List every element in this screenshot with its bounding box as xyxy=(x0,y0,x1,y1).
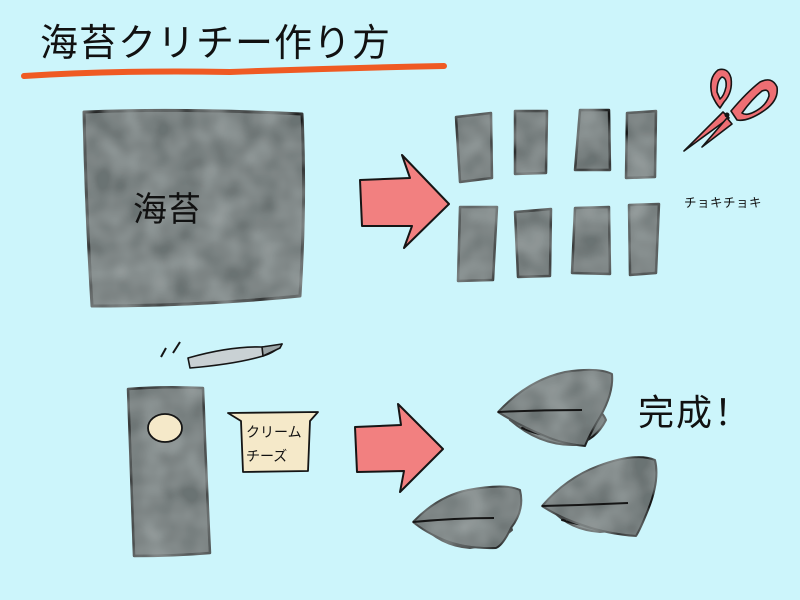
nori-sheet xyxy=(82,108,306,308)
nori-strip-with-cheese xyxy=(126,385,212,558)
cream-cheese-label-line2: チーズ xyxy=(246,449,288,465)
nori-strip xyxy=(454,111,494,184)
cream-cheese-tub xyxy=(227,411,319,473)
nori-strip xyxy=(570,205,612,276)
cream-cheese-label-line1: クリーム xyxy=(246,425,302,441)
scissors-icon xyxy=(683,68,779,152)
page-title: 海苔クリチー作り方 xyxy=(40,21,392,65)
complete-label: 完成！ xyxy=(638,393,753,434)
finished-nori-roll xyxy=(497,368,614,447)
nori-strip xyxy=(573,108,612,172)
nori-label: 海苔 xyxy=(133,190,201,230)
nori-strip xyxy=(513,109,549,176)
knife-icon xyxy=(160,341,283,369)
finished-nori-roll xyxy=(412,485,523,550)
finished-nori-rolls xyxy=(412,368,658,550)
cutting-sound-label: チョキチョキ xyxy=(684,195,763,210)
nori-strip xyxy=(456,205,499,283)
arrow-right-icon xyxy=(359,154,450,249)
title-underline xyxy=(21,63,447,79)
nori-strips xyxy=(454,108,661,283)
nori-strip xyxy=(627,202,661,277)
finished-nori-roll xyxy=(541,456,658,537)
cheese-dollop xyxy=(147,413,183,443)
arrow-right-icon xyxy=(354,403,444,493)
nori-strip xyxy=(513,207,553,279)
nori-strip xyxy=(624,109,658,180)
